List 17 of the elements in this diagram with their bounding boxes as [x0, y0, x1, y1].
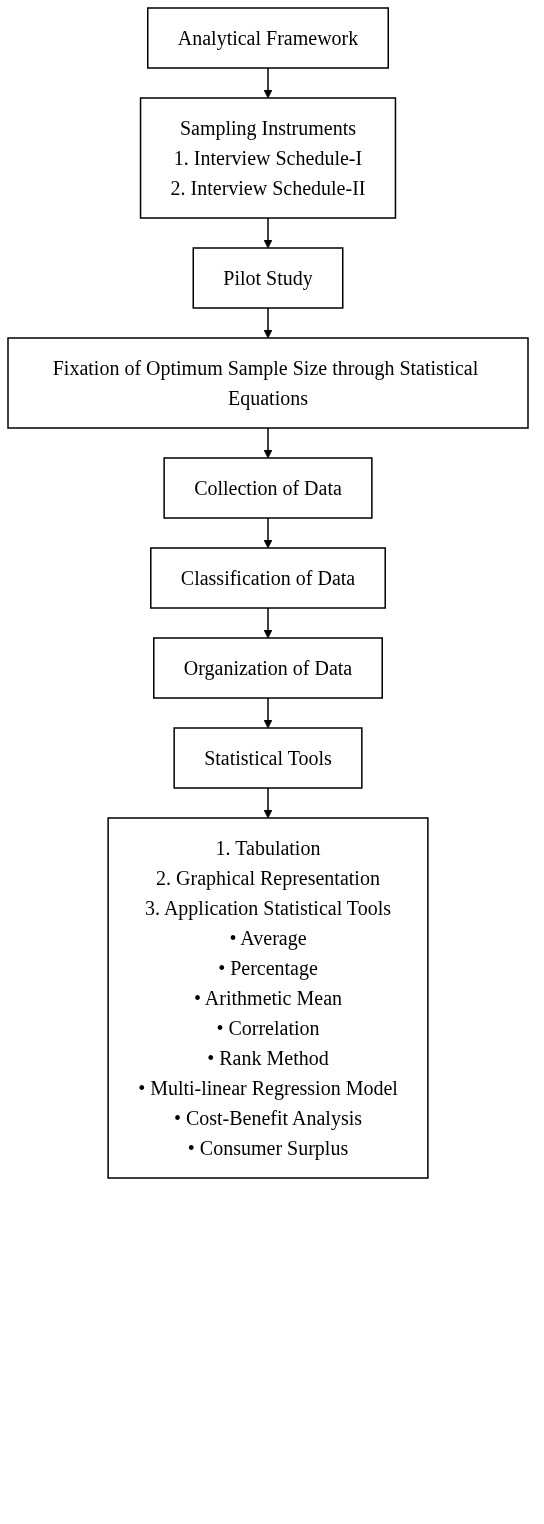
- arrow: [263, 787, 273, 819]
- arrow: [263, 517, 273, 549]
- arrow: [263, 67, 273, 99]
- node-box: Analytical Framework: [147, 7, 389, 69]
- node-box: Sampling Instruments 1. Interview Schedule-I 2. Interview Schedule-II: [139, 97, 397, 219]
- arrow: [263, 607, 273, 639]
- arrow: [263, 697, 273, 729]
- node-box: Fixation of Optimum Sample Size through Statistical Equations: [7, 337, 529, 429]
- node-box: Statistical Tools: [173, 727, 363, 789]
- node-box: Pilot Study: [192, 247, 344, 309]
- arrow: [263, 217, 273, 249]
- node-box: Collection of Data: [163, 457, 373, 519]
- node-box: Classification of Data: [150, 547, 386, 609]
- arrow: [263, 427, 273, 459]
- arrow: [263, 307, 273, 339]
- node-box: Organization of Data: [153, 637, 383, 699]
- node-box: 1. Tabulation 2. Graphical Representation 3. Application Statistical Tools • Average • Percentage • Arithmetic Mean • Correlation • Rank Method • Multi-linear Regression Model • Cost-Benefit Analysis • Consumer Surplus: [107, 817, 429, 1179]
